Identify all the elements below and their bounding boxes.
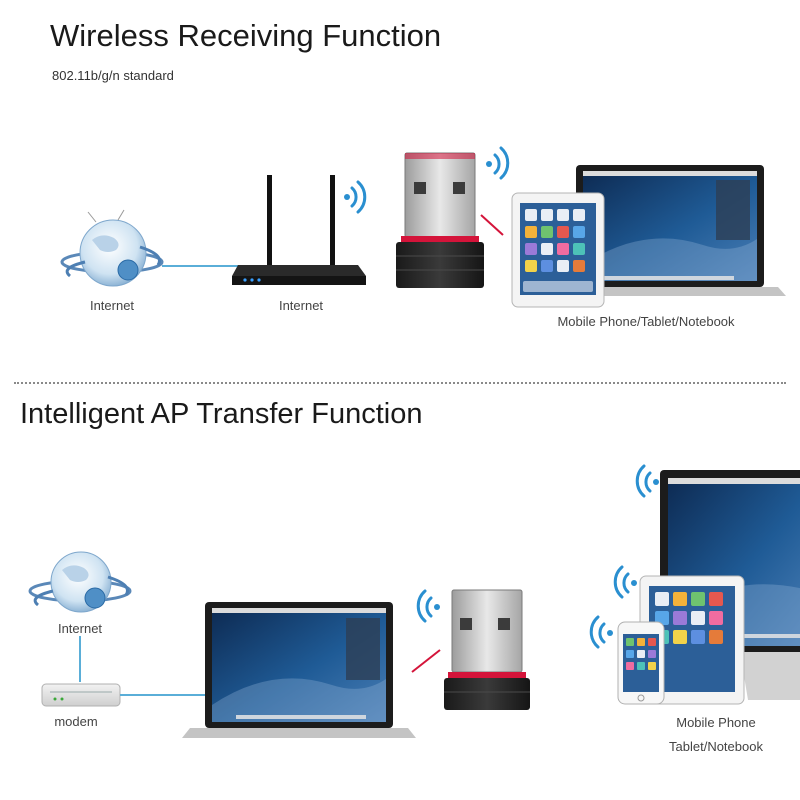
devices-label: Mobile Phone/Tablet/Notebook <box>557 314 735 329</box>
wifi-signal-icon <box>589 615 613 649</box>
connector-line <box>480 214 504 236</box>
globe-icon <box>60 209 164 287</box>
section1-subtitle: 802.11b/g/n standard <box>52 68 174 83</box>
section1-title: Wireless Receiving Function <box>50 18 442 53</box>
tablet-icon <box>511 192 605 308</box>
wifi-signal-icon <box>416 589 440 623</box>
connector-line <box>411 649 441 673</box>
globe-label: Internet <box>57 621 103 636</box>
laptop-icon <box>182 602 416 738</box>
devices-label-line2: Tablet/Notebook <box>669 739 763 754</box>
phone-icon <box>617 621 665 705</box>
globe-icon <box>28 551 132 613</box>
router-icon <box>232 175 366 285</box>
router-label: Internet <box>278 298 324 313</box>
devices-label-line1: Mobile Phone <box>676 715 756 730</box>
modem-icon <box>41 683 121 707</box>
modem-label: modem <box>54 714 98 729</box>
wifi-signal-icon <box>344 180 367 214</box>
section-divider <box>14 382 786 384</box>
wifi-signal-icon <box>486 146 510 180</box>
usb-adapter-icon <box>396 152 484 288</box>
laptop-icon <box>554 165 786 296</box>
wifi-signal-icon <box>635 464 659 498</box>
globe-label: Internet <box>89 298 135 313</box>
section2-title: Intelligent AP Transfer Function <box>20 398 423 430</box>
wifi-signal-icon <box>613 565 637 599</box>
usb-adapter-icon <box>444 589 530 710</box>
